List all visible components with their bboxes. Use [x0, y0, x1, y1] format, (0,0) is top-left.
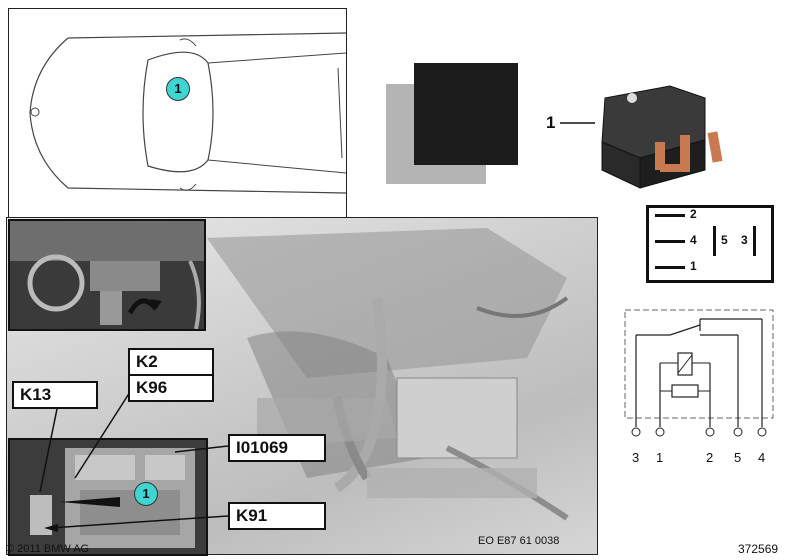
car-outline [29, 32, 346, 194]
pin4-bar [655, 240, 685, 243]
photo-code: EO E87 61 0038 [478, 535, 560, 547]
circuit-pin-5: 5 [734, 450, 742, 465]
circuit-pin-3: 3 [632, 450, 640, 465]
pin1-label: 1 [690, 259, 697, 273]
relay-circuit-diagram [624, 309, 774, 437]
pin2-label: 2 [690, 207, 697, 221]
copyright: © 2011 BMW AG [6, 543, 90, 555]
dark-square [414, 63, 518, 165]
photo-details [207, 228, 569, 521]
pin2-bar [655, 214, 685, 217]
circuit-pin-1: 1 [656, 450, 664, 465]
dashboard-drawing [10, 221, 204, 329]
relay-image [560, 85, 723, 189]
pin5-bar [713, 226, 716, 256]
circuit-pin-4: 4 [758, 450, 766, 465]
part-callout-number: 1 [546, 113, 556, 132]
pinout-box [646, 205, 774, 283]
pin1-bar [655, 266, 685, 269]
circuit-pin-2: 2 [706, 450, 714, 465]
label-k96: K96 [128, 374, 214, 402]
label-k2: K2 [128, 348, 214, 376]
label-k91: K91 [228, 502, 326, 530]
photo-location-callout: 1 [134, 482, 158, 506]
pin3-bar [753, 226, 756, 256]
fusebox-inset [8, 438, 208, 556]
fusebox-drawing [30, 448, 195, 548]
pin3-label: 3 [741, 233, 748, 247]
pin4-label: 4 [690, 233, 697, 247]
figure-id: 372569 [738, 542, 779, 556]
dashboard-inset [8, 219, 206, 331]
car-location-callout: 1 [166, 77, 190, 101]
label-i01069: I01069 [228, 434, 326, 462]
pin5-label: 5 [721, 233, 728, 247]
label-k13: K13 [12, 381, 98, 409]
